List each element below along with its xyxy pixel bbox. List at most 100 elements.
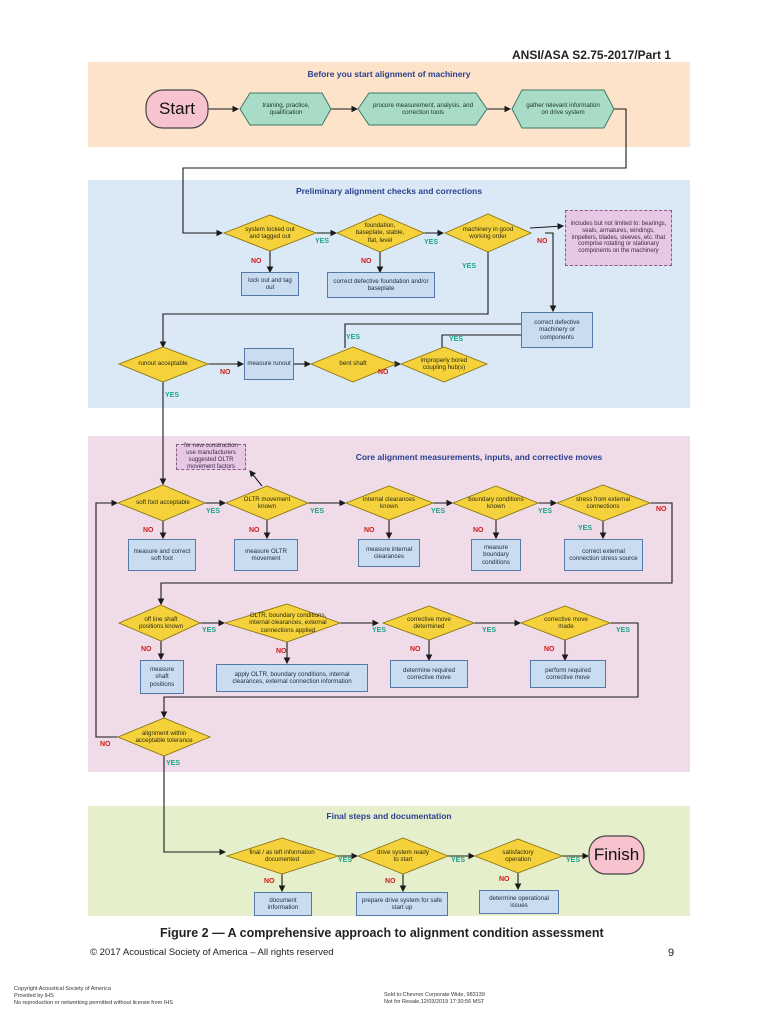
note-oltr: for new construction use manufacturers s… <box>176 443 246 470</box>
diamond-softfoot-shape <box>116 484 207 522</box>
yes-label: YES <box>566 857 581 864</box>
start-terminal-shape <box>145 89 209 129</box>
diamond-offline-shape <box>117 604 202 642</box>
no-label: NO <box>361 258 372 265</box>
diamond-boundary: boundary conditions known <box>468 495 524 510</box>
diamond-tolerance: alignment within acceptable tolerance <box>135 729 193 744</box>
no-label: NO <box>378 369 389 376</box>
yes-label: YES <box>346 334 361 341</box>
no-label: NO <box>473 527 484 534</box>
no-label: NO <box>251 258 262 265</box>
hex-training: training, practice, qualification <box>262 101 310 116</box>
diamond-offline: off line shaft positions known <box>138 615 184 630</box>
yes-label: YES <box>616 627 631 634</box>
finish-terminal-shape <box>588 835 645 875</box>
yes-label: YES <box>451 857 466 864</box>
diamond-satisfactory: satisfactory operation <box>502 848 534 863</box>
document-id: ANSI/ASA S2.75-2017/Part 1 <box>512 48 671 62</box>
diamond-determined-shape <box>381 605 476 641</box>
section-title-final: Final steps and documentation <box>326 811 452 821</box>
footer-resale: Not for Resale,12/03/2019 17:30:56 MST <box>384 999 485 1006</box>
diamond-bent-shape <box>309 346 398 383</box>
footer-copyright: Copyright Acoustical Society of America <box>14 986 111 992</box>
box-document: document information <box>254 892 312 916</box>
diamond-softfoot: soft foot acceptable <box>136 499 190 507</box>
box-offline: measure shaft positions <box>140 660 184 694</box>
copyright: © 2017 Acoustical Society of America – A… <box>90 947 334 958</box>
yes-label: YES <box>206 508 221 515</box>
diamond-bent: bent shaft <box>339 360 367 368</box>
box-perform: perform required corrective move <box>530 660 606 688</box>
box-foundation: correct defective foundation and/or base… <box>327 272 435 298</box>
start-terminal: Start <box>159 99 195 118</box>
note-includes: includes but not limited to: bearings, s… <box>565 210 672 266</box>
diamond-asleft: final / as left information documented <box>249 848 315 863</box>
yes-label: YES <box>462 263 477 270</box>
hex-training-shape <box>239 92 332 126</box>
section-title-before: Before you start alignment of machinery <box>307 69 471 79</box>
box-prepare: prepare drive system for safe start up <box>356 892 448 916</box>
no-label: NO <box>499 876 510 883</box>
section-title-core: Core alignment measurements, inputs, and… <box>355 452 603 462</box>
footer-right: Sold to:Chevron Corporate Wide, 983139 N… <box>384 992 485 1006</box>
box-internal: measure internal clearances <box>358 539 420 567</box>
diamond-machinery: machinery in good working order <box>462 225 514 240</box>
diamond-made-shape <box>519 605 612 641</box>
yes-label: YES <box>578 525 593 532</box>
no-label: NO <box>656 506 667 513</box>
diamond-tolerance-shape <box>116 717 212 757</box>
no-label: NO <box>276 648 287 655</box>
diamond-applied-shape <box>223 603 342 643</box>
yes-label: YES <box>538 508 553 515</box>
box-machinery: correct defective machinery or component… <box>521 312 593 348</box>
yes-label: YES <box>315 238 330 245</box>
hex-procure: procure measurement, analysis, and corre… <box>372 101 474 116</box>
footer-provider: Provided by IHS <box>14 993 54 1000</box>
box-oltr: measure OLTR movement <box>234 539 298 571</box>
yes-label: YES <box>310 508 325 515</box>
no-label: NO <box>220 369 231 376</box>
diamond-stress: stress from external connections <box>575 495 631 510</box>
box-lockout: lock out and tag out <box>241 272 299 296</box>
footer-license: No reproduction or networking permitted … <box>14 1000 173 1007</box>
diamond-bored: improperly bored coupling hub(s) <box>420 356 468 371</box>
box-boundary: measure boundary conditions <box>471 539 521 571</box>
diamond-asleft-shape <box>225 837 340 875</box>
diamond-locked-shape <box>222 214 318 252</box>
yes-label: YES <box>166 760 181 767</box>
page-number: 9 <box>668 947 675 959</box>
diamond-oltr: OLTR movement known <box>243 495 291 510</box>
diamond-runout-shape <box>117 346 210 383</box>
diamond-applied: OLTR, boundary conditions, internal clea… <box>249 612 327 634</box>
no-label: NO <box>141 646 152 653</box>
diamond-ready: drive system ready to start <box>377 848 429 863</box>
diamond-oltr-shape <box>224 485 310 521</box>
yes-label: YES <box>165 392 180 399</box>
no-label: NO <box>544 646 555 653</box>
no-label: NO <box>364 527 375 534</box>
yes-label: YES <box>449 336 464 343</box>
diamond-determined: corrective move determined <box>407 615 451 630</box>
no-label: NO <box>143 527 154 534</box>
box-stress: correct external connection stress sourc… <box>564 539 643 571</box>
diamond-internal-shape <box>344 485 435 521</box>
box-runout: measure runout <box>244 348 294 380</box>
yes-label: YES <box>372 627 387 634</box>
box-determine-issues: determine operational issues <box>479 890 559 914</box>
yes-label: YES <box>431 508 446 515</box>
diamond-runout: runout acceptable <box>138 360 188 368</box>
diamond-made: corrective move made <box>544 615 588 630</box>
yes-label: YES <box>202 627 217 634</box>
yes-label: YES <box>338 857 353 864</box>
diamond-machinery-shape <box>443 213 533 253</box>
diamond-internal: internal clearances known <box>363 495 415 510</box>
diamond-bored-shape <box>399 346 489 383</box>
figure-caption: Figure 2 — A comprehensive approach to a… <box>160 926 604 940</box>
box-determine: determine required corrective move <box>390 660 468 688</box>
no-label: NO <box>264 878 275 885</box>
diamond-boundary-shape <box>451 485 540 521</box>
hex-procure-shape <box>357 92 488 126</box>
yes-label: YES <box>482 627 497 634</box>
hex-gather: gather relevant information on drive sys… <box>526 101 600 116</box>
